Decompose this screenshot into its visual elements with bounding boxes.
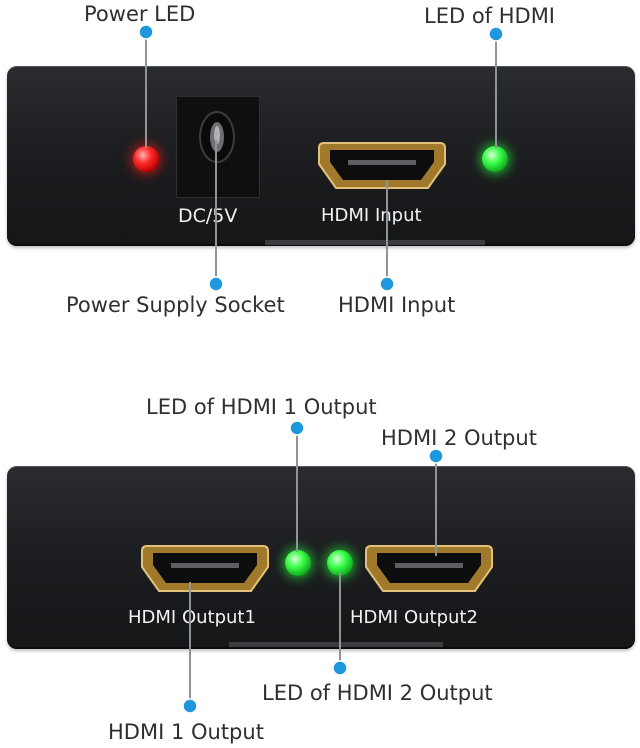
led-of-hdmi-callout-dot <box>488 26 504 42</box>
hdmi1-output-callout-label: HDMI 1 Output <box>108 720 264 744</box>
hdmi-output2-port <box>363 543 495 595</box>
power-supply-socket-callout-label: Power Supply Socket <box>66 293 285 317</box>
hdmi2-output-callout-dot <box>428 448 444 464</box>
hdmi-output1-device-label: HDMI Output1 <box>128 607 256 628</box>
led-hdmi1-output-callout-dot <box>289 420 305 436</box>
led-of-hdmi-callout-label: LED of HDMI <box>424 4 556 28</box>
panel-notch <box>265 240 485 246</box>
splitter-rear-panel <box>7 466 635 649</box>
power-supply-socket-callout-dot <box>208 276 224 292</box>
hdmi-input-port <box>316 140 448 192</box>
hdmi-port-icon <box>365 545 493 592</box>
hdmi1-output-led-indicator <box>285 550 311 576</box>
hdmi-input-device-label: HDMI Input <box>321 205 422 226</box>
dc-5v-label: DC/5V <box>178 205 238 227</box>
led-hdmi2-output-callout-label: LED of HDMI 2 Output <box>262 681 493 705</box>
hdmi-port-icon <box>318 142 446 189</box>
led-hdmi2-output-callout-dot <box>332 660 348 676</box>
dc-power-socket <box>176 96 260 198</box>
power-led-indicator <box>133 146 159 172</box>
hdmi1-output-callout-dot <box>182 698 198 714</box>
hdmi-port-icon <box>141 545 269 592</box>
hdmi-input-callout-label: HDMI Input <box>338 293 456 317</box>
dc-jack-icon <box>199 111 235 163</box>
power-led-callout-dot <box>138 24 154 40</box>
hdmi2-output-callout-label: HDMI 2 Output <box>381 426 537 450</box>
led-hdmi1-output-callout-label: LED of HDMI 1 Output <box>146 395 377 419</box>
hdmi-input-callout-dot <box>379 276 395 292</box>
power-led-callout-label: Power LED <box>84 2 196 26</box>
hdmi-output2-device-label: HDMI Output2 <box>350 607 478 628</box>
hdmi-output1-port <box>139 543 271 595</box>
panel-notch <box>229 642 443 648</box>
hdmi2-output-led-indicator <box>327 550 353 576</box>
hdmi-led-indicator <box>482 146 508 172</box>
